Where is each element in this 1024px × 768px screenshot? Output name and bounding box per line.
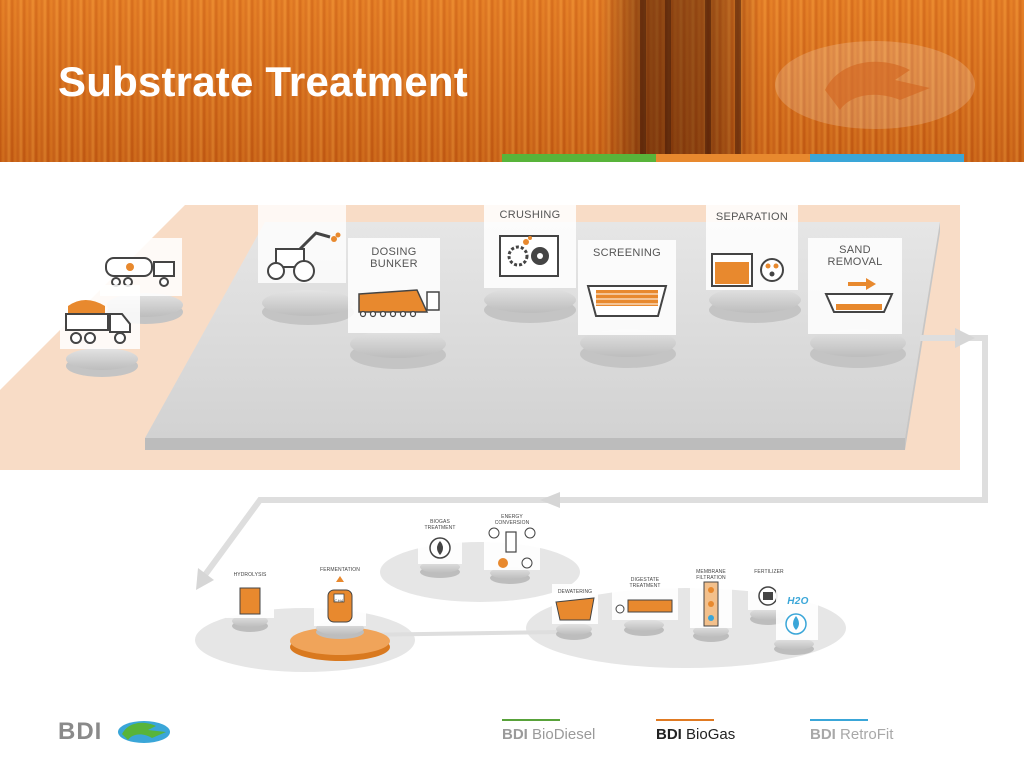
brand-biodiesel[interactable]: BDI BioDiesel — [502, 726, 596, 743]
biodiesel-line — [502, 719, 560, 721]
bdi-watermark-logo — [775, 41, 975, 129]
membrane-filtration-node — [690, 566, 732, 642]
crushing-disc — [484, 287, 576, 323]
truck-disc-2 — [66, 348, 138, 377]
retrofit-line — [810, 719, 868, 721]
methane-label: CH4 — [334, 598, 344, 603]
crushing-label: CRUSHING — [499, 209, 561, 221]
dewatering-label: DEWATERING — [557, 589, 593, 595]
digestate-treatment-node — [612, 572, 678, 636]
brand-retrofit[interactable]: BDI RetroFit — [810, 726, 894, 743]
energy-conversion-node — [484, 510, 540, 584]
crushing-icon — [499, 235, 559, 277]
connector-line — [359, 630, 561, 637]
separation-icon — [711, 253, 784, 287]
water-label: H2O — [787, 596, 809, 607]
sand-removal-icon — [824, 278, 894, 313]
color-bar — [502, 154, 964, 162]
fertilizer-node — [748, 564, 790, 625]
page-title: Substrate Treatment — [58, 58, 468, 105]
fermentation-node — [290, 566, 390, 661]
biogas-treatment-node — [418, 514, 462, 578]
sand-removal-disc — [810, 329, 906, 368]
top-process-base — [380, 542, 580, 602]
water-node — [774, 590, 818, 655]
header-banner: Substrate Treatment — [0, 0, 1024, 162]
bdi-logo: BDI — [58, 718, 103, 745]
screening-label: SCREENING — [592, 247, 662, 259]
screening-icon — [586, 285, 668, 317]
process-diagram — [0, 200, 988, 672]
loop-arrowhead-top — [955, 328, 975, 348]
separation-disc — [709, 287, 801, 323]
screening-disc — [580, 329, 676, 368]
fermentation-label: FERMENTATION — [320, 567, 360, 573]
separation-label: SEPARATION — [715, 211, 789, 223]
bdi-logo-icon — [118, 721, 170, 743]
dosing-bunker-icon — [358, 289, 440, 318]
loader-icon — [258, 203, 346, 283]
dump-truck-icon — [60, 285, 140, 349]
loader-disc — [262, 290, 354, 325]
biogas-line — [656, 719, 714, 721]
dewatering-node — [552, 584, 598, 640]
hydrolysis-label: HYDROLYSIS — [233, 572, 267, 578]
fertilizer-label: FERTILIZER — [754, 569, 784, 575]
mid-arrowhead — [540, 492, 560, 508]
loop-arrowhead-bottom — [196, 568, 214, 590]
dosing-bunker-disc — [350, 330, 446, 369]
brand-biogas[interactable]: BDI BioGas — [656, 726, 736, 743]
hydrolysis-node — [226, 566, 274, 632]
